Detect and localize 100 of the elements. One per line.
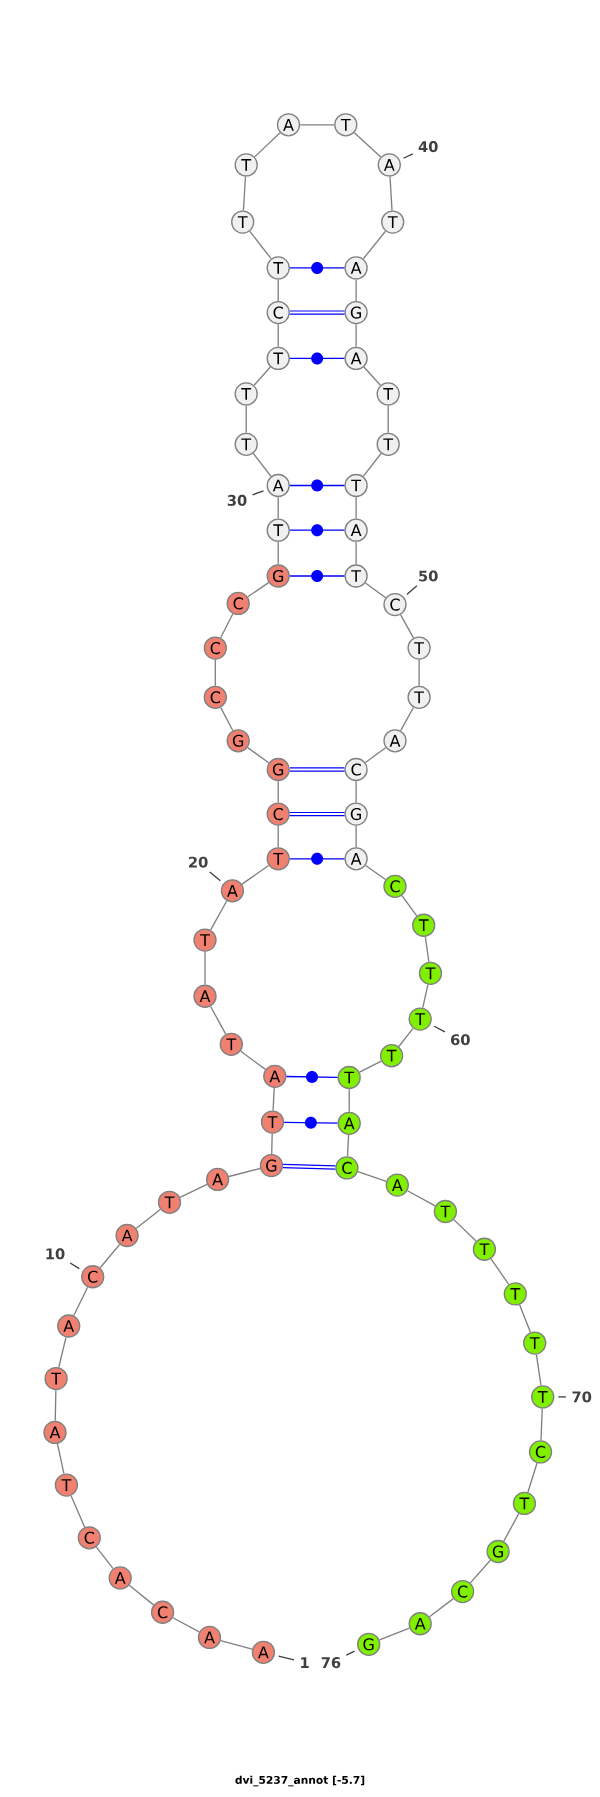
position-number: 76	[321, 1657, 341, 1669]
position-number: 10	[46, 1248, 65, 1260]
backbone-line	[353, 132, 382, 158]
backbone-line	[355, 825, 357, 848]
backbone-line	[527, 1462, 538, 1493]
leader-line	[402, 153, 414, 159]
leader-line	[345, 1650, 356, 1656]
backbone-line	[277, 323, 279, 348]
backbone-line	[355, 780, 357, 804]
backbone-line	[362, 230, 387, 260]
leader-line	[406, 585, 418, 596]
backbone-line	[346, 1134, 350, 1157]
backbone-line	[219, 613, 234, 639]
backbone-line	[401, 895, 418, 917]
backbone-line	[422, 984, 429, 1009]
backbone-line	[172, 1617, 200, 1633]
backbone-line	[73, 1286, 89, 1317]
backbone-line	[424, 936, 430, 963]
base-pair-line	[289, 261, 346, 274]
backbone-line	[518, 1304, 532, 1333]
backbone-line	[247, 746, 270, 764]
position-number: 40	[418, 141, 438, 153]
backbone-line	[58, 1336, 67, 1368]
backbone-line	[277, 496, 279, 520]
position-number: 50	[419, 570, 438, 582]
backbone-line	[249, 230, 272, 260]
leader-line	[557, 1396, 567, 1398]
backbone-line	[242, 175, 247, 212]
backbone-line	[272, 1087, 275, 1112]
position-number: 20	[189, 856, 208, 868]
backbone-line	[428, 1598, 454, 1618]
backbone-line	[355, 323, 357, 348]
backbone-line	[252, 452, 272, 477]
base-pair-line	[289, 570, 346, 582]
backbone-line	[490, 1258, 510, 1285]
base-pair-line	[288, 310, 346, 315]
backbone-line	[299, 124, 335, 126]
backbone-line	[406, 1190, 436, 1207]
leader-line	[277, 1655, 295, 1661]
backbone-line	[271, 1133, 273, 1155]
base-pair-line	[288, 811, 346, 817]
backbone-line	[387, 404, 389, 434]
backbone-line	[99, 1243, 121, 1269]
backbone-line	[355, 541, 357, 565]
backbone-line	[240, 1050, 267, 1071]
backbone-line	[220, 706, 234, 732]
backbone-line	[56, 1443, 65, 1475]
backbone-line	[54, 1389, 57, 1422]
backbone-line	[364, 747, 387, 764]
leader-line	[209, 871, 222, 882]
base-pair-line	[283, 1116, 339, 1129]
leader-line	[69, 1262, 80, 1270]
backbone-line	[453, 1218, 477, 1242]
backbone-line	[277, 278, 279, 302]
backbone-line	[245, 404, 247, 434]
backbone-line	[378, 1627, 411, 1641]
backbone-line	[503, 1513, 520, 1542]
backbone-line	[220, 1639, 253, 1650]
backbone-line	[214, 659, 216, 687]
backbone-line	[277, 780, 279, 804]
backbone-line	[228, 1167, 261, 1178]
backbone-line	[355, 496, 357, 520]
backbone-line	[241, 864, 270, 885]
backbone-line	[128, 1584, 155, 1606]
leader-line	[433, 1025, 446, 1033]
backbone-line	[398, 1027, 414, 1048]
backbone-line	[469, 1559, 492, 1584]
base-pair-line	[289, 479, 346, 492]
backbone-line	[400, 706, 415, 732]
backbone-line	[540, 1407, 543, 1441]
backbone-line	[253, 366, 272, 386]
backbone-line	[355, 278, 357, 302]
backbone-line	[179, 1183, 208, 1198]
backbone-line	[535, 1354, 542, 1387]
backbone-line	[247, 581, 270, 598]
backbone-line	[364, 582, 387, 599]
backbone-line	[418, 659, 420, 687]
leader-line	[251, 490, 265, 496]
backbone-line	[363, 366, 382, 386]
backbone-line	[362, 452, 382, 477]
backbone-line	[357, 1171, 387, 1182]
backbone-line	[277, 541, 279, 565]
base-pair-line	[289, 852, 346, 865]
backbone-line	[364, 864, 387, 881]
base-pair-line	[282, 1163, 337, 1170]
backbone-line	[254, 132, 281, 158]
position-number: 1	[301, 1657, 309, 1668]
backbone-line	[209, 1005, 227, 1035]
backbone-line	[400, 614, 415, 639]
backbone-line	[135, 1208, 161, 1229]
backbone-line	[95, 1546, 114, 1570]
caption-text: dvi_5237_annot [-5.7]	[235, 1775, 365, 1787]
backbone-line	[204, 951, 206, 986]
position-number: 60	[451, 1034, 470, 1046]
backbone-line	[70, 1495, 86, 1528]
base-pair-line	[289, 524, 346, 537]
position-number: 30	[227, 494, 247, 506]
backbone-line	[389, 175, 393, 212]
backbone-line	[358, 1060, 382, 1073]
backbone-line	[210, 900, 228, 931]
